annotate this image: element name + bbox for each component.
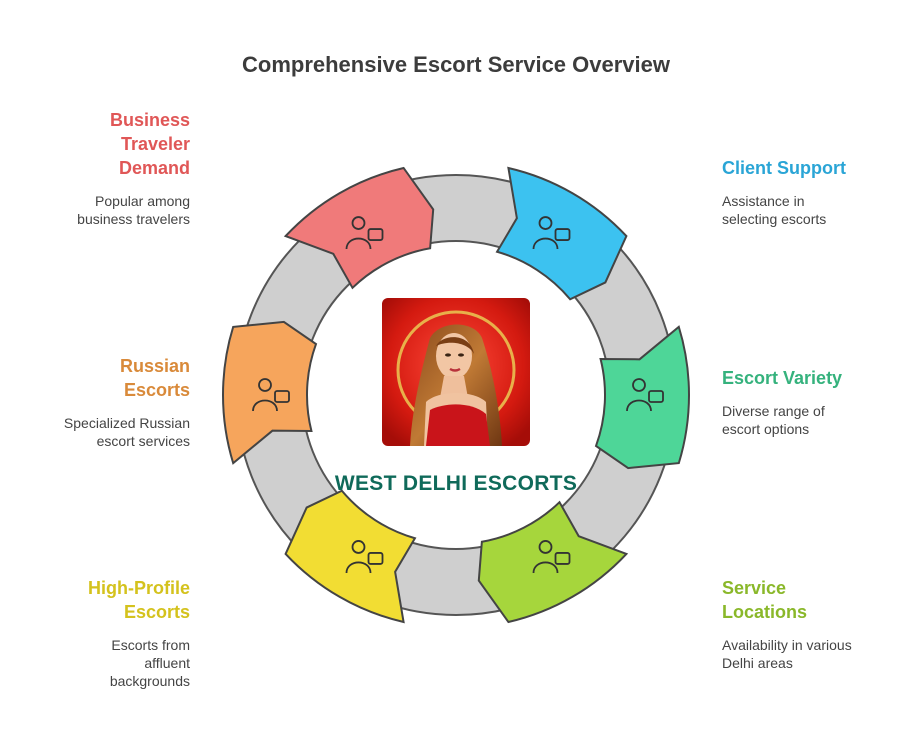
support-chat-icon: [532, 216, 571, 250]
label-client-support: Client Support Assistance in selecting e…: [722, 156, 912, 228]
ring-segment-client: [495, 166, 628, 301]
label-heading-line: Escort Variety: [722, 368, 843, 388]
ring-segment-locations: [477, 500, 629, 624]
people-hearts-icon: [626, 378, 664, 412]
label-description-line: Escorts from: [111, 637, 190, 653]
label-escort-variety: Escort Variety Diverse range of escort o…: [722, 366, 912, 438]
label-description-line: escort services: [96, 433, 190, 449]
ring-segment-russian: [222, 320, 318, 465]
label-heading-line: Service: [722, 578, 787, 598]
label-description-line: Diverse range of: [722, 403, 825, 419]
label-description-line: affluent: [144, 655, 190, 671]
label-heading-line: Client Support: [722, 158, 846, 178]
label-heading-line: Business: [109, 110, 190, 130]
label-description-line: Specialized Russian: [63, 415, 190, 431]
label-heading-line: High-Profile: [88, 578, 190, 598]
label-heading-line: Locations: [722, 602, 808, 622]
hat-person-icon: [345, 540, 384, 574]
ring-segment-variety: [594, 325, 690, 470]
label-russian-escorts: Russian Escorts Specialized Russian esco…: [0, 354, 190, 450]
matryoshka-doll-icon: [252, 378, 290, 412]
label-heading-line: Demand: [118, 158, 190, 178]
ring-segment-business: [283, 166, 435, 290]
ring-segment-highprofile: [284, 489, 417, 624]
page-title: Comprehensive Escort Service Overview: [242, 52, 670, 77]
center-portrait-image: [382, 298, 530, 446]
traveler-plane-icon: [345, 216, 384, 250]
label-description-line: Popular among: [95, 193, 190, 209]
label-description-line: business travelers: [77, 211, 190, 227]
label-heading-line: Russian: [119, 356, 190, 376]
map-pin-icon: [532, 540, 571, 574]
center-title: WEST DELHI ESCORTS: [334, 472, 578, 495]
label-service-locations: Service Locations Availability in variou…: [722, 576, 912, 672]
label-description-line: backgrounds: [109, 673, 190, 689]
label-heading-line: Escorts: [123, 380, 190, 400]
label-description-line: Delhi areas: [722, 655, 793, 671]
label-description-line: selecting escorts: [722, 211, 827, 227]
label-description-line: Availability in various: [722, 637, 852, 653]
label-description-line: escort options: [722, 421, 810, 437]
label-business-traveler-demand: Business Traveler Demand Popular among b…: [0, 108, 190, 228]
label-description-line: Assistance in: [722, 193, 805, 209]
label-high-profile-escorts: High-Profile Escorts Escorts from afflue…: [0, 576, 190, 690]
label-heading-line: Escorts: [123, 602, 190, 622]
label-heading-line: Traveler: [120, 134, 190, 154]
